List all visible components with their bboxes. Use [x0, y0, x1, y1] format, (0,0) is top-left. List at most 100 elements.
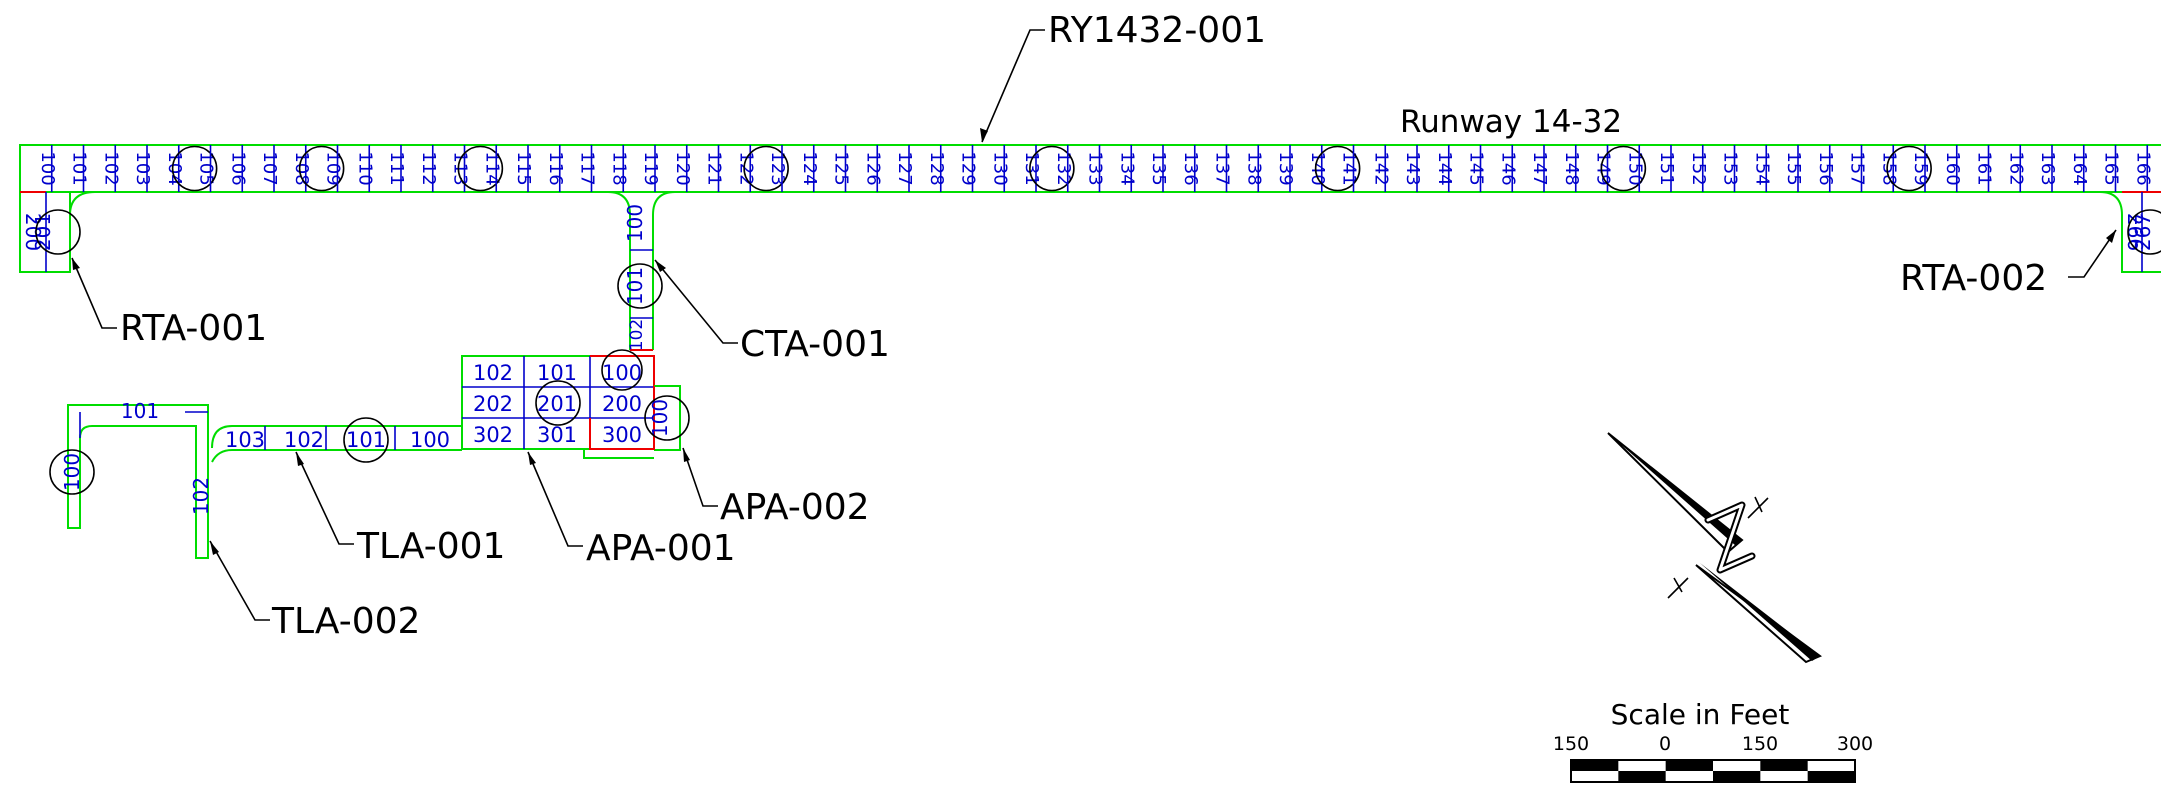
runway-circled-slab — [1886, 145, 1932, 192]
runway-slab-label: 127 — [894, 151, 915, 185]
runway-slab-label: 120 — [672, 151, 693, 185]
runway-slab-label: 147 — [1529, 151, 1550, 185]
callout-ry1432-001: RY1432-001 — [980, 10, 1266, 143]
runway-slab-label: 149 — [1593, 151, 1614, 185]
apa001-slab-label: 300 — [602, 423, 642, 447]
rta001-slab-201: 201 — [31, 213, 55, 251]
apa001-slab-label: 200 — [602, 392, 642, 416]
runway-circled-slab — [1029, 145, 1075, 192]
apa-002-section: 100 — [644, 385, 690, 451]
runway-slab-label: 128 — [926, 151, 947, 185]
runway-slab-label: 131 — [1021, 151, 1042, 185]
runway-slab-label: 102 — [100, 151, 121, 185]
rta002-circled-267 — [2127, 209, 2161, 255]
runway-slab-label: 108 — [291, 151, 312, 185]
scale-tick-300: 300 — [1837, 733, 1873, 755]
runway-slab-label: 153 — [1720, 151, 1741, 185]
runway-circled-slab — [1600, 145, 1647, 192]
tla002-slab-102: 102 — [189, 477, 213, 515]
runway-slab-label: 130 — [989, 151, 1010, 185]
runway-slab-label: 151 — [1656, 151, 1677, 185]
apa002-slab-100: 100 — [648, 399, 672, 437]
apa001-slab-label: 301 — [537, 423, 577, 447]
runway-slab-label: 109 — [323, 151, 344, 185]
callout-apa-002: APA-002 — [682, 447, 870, 528]
apa001-circled-100 — [601, 349, 643, 391]
runway-slab-label: 129 — [958, 151, 979, 185]
runway-slab-label: 101 — [69, 151, 90, 185]
runway-slab-label: 150 — [1624, 151, 1645, 185]
callouts: RY1432-001 RTA-001 RTA-002 CTA-001 APA-0… — [71, 10, 2117, 642]
runway-slab-label: 105 — [196, 151, 217, 185]
svg-text:CTA-001: CTA-001 — [740, 324, 890, 365]
callout-apa-001: APA-001 — [527, 451, 736, 569]
runway-slab-label: 162 — [2005, 151, 2026, 185]
tla001-slab-103: 103 — [225, 428, 265, 452]
svg-text:APA-001: APA-001 — [586, 528, 736, 569]
scale-tick-150-left: 150 — [1553, 733, 1589, 755]
runway-slab-label: 107 — [259, 151, 280, 185]
apa002-circled-100 — [644, 395, 690, 441]
runway-slab-label: 110 — [354, 151, 375, 185]
runway-slab-label: 100 — [37, 151, 58, 185]
scale-title: Scale in Feet — [1611, 698, 1790, 731]
cta001-slab-100: 100 — [623, 204, 647, 242]
tla001-slab-101: 101 — [346, 428, 386, 452]
runway-slab-label: 103 — [132, 151, 153, 185]
runway-slab-label: 165 — [2101, 151, 2122, 185]
runway-slab-label: 160 — [1942, 151, 1963, 185]
runway-slab-label: 142 — [1370, 151, 1391, 185]
runway-slab-label: 106 — [227, 151, 248, 185]
runway-slab-label: 148 — [1561, 151, 1582, 185]
runway-slab-label: 157 — [1847, 151, 1868, 185]
runway-slab-label: 135 — [1148, 151, 1169, 185]
runway-slab-label: 122 — [735, 151, 756, 185]
rta001-circled-201 — [35, 209, 81, 255]
runway-slab-label: 164 — [2069, 151, 2090, 185]
runway-circled-slab — [171, 145, 218, 192]
runway-slab-label: 113 — [450, 151, 471, 185]
runway-slab-label: 156 — [1815, 151, 1836, 185]
runway-slab-label: 159 — [1910, 151, 1931, 185]
runway-slab-label: 119 — [640, 151, 661, 185]
runway-circled-slab — [1314, 145, 1361, 192]
runway-circled-slab — [743, 145, 789, 192]
runway-slab-label: 112 — [418, 151, 439, 185]
runway-slab-label: 114 — [481, 151, 502, 185]
runway-slab-label: 140 — [1307, 151, 1328, 185]
apa001-slab-label: 100 — [602, 361, 642, 385]
svg-text:RTA-002: RTA-002 — [1900, 258, 2047, 299]
callout-cta-001: CTA-001 — [654, 259, 890, 365]
runway-slab-label: 136 — [1180, 151, 1201, 185]
rta-001-section: 200 201 — [19, 191, 96, 273]
tla002-circled-100 — [49, 449, 95, 495]
runway-slab-label: 133 — [1085, 151, 1106, 185]
cta001-circled-101 — [617, 263, 663, 309]
tla001-slab-100: 100 — [410, 428, 450, 452]
runway-slab-label: 117 — [577, 151, 598, 185]
runway-slab-label: 134 — [1116, 151, 1137, 185]
apa001-slab-label: 102 — [473, 361, 513, 385]
tla-001-section: 103 102 101 100 — [211, 417, 462, 463]
tla001-slab-102: 102 — [284, 428, 324, 452]
runway-slab-label: 125 — [831, 151, 852, 185]
runway-slab-label: 143 — [1402, 151, 1423, 185]
north-arrow-icon — [1607, 432, 1823, 664]
runway-slab-label: 144 — [1434, 151, 1455, 185]
callout-rta-001: RTA-001 — [71, 257, 267, 349]
runway-slab-label: 146 — [1497, 151, 1518, 185]
runway-circled-slab — [298, 145, 345, 192]
callout-tla-002: TLA-002 — [209, 540, 420, 642]
runway-slab-label: 126 — [862, 151, 883, 185]
runway-slab-label: 163 — [2037, 151, 2058, 185]
runway-slab-label: 145 — [1466, 151, 1487, 185]
apa001-circled-201 — [535, 380, 581, 426]
tla002-slab-101: 101 — [121, 399, 159, 423]
runway-slab-label: 118 — [608, 151, 629, 185]
runway-slab-label: 152 — [1688, 151, 1709, 185]
callout-rta-002: RTA-002 — [1900, 229, 2117, 299]
rta-002-section: 266 267 — [2099, 191, 2161, 273]
svg-text:RY1432-001: RY1432-001 — [1048, 10, 1266, 51]
